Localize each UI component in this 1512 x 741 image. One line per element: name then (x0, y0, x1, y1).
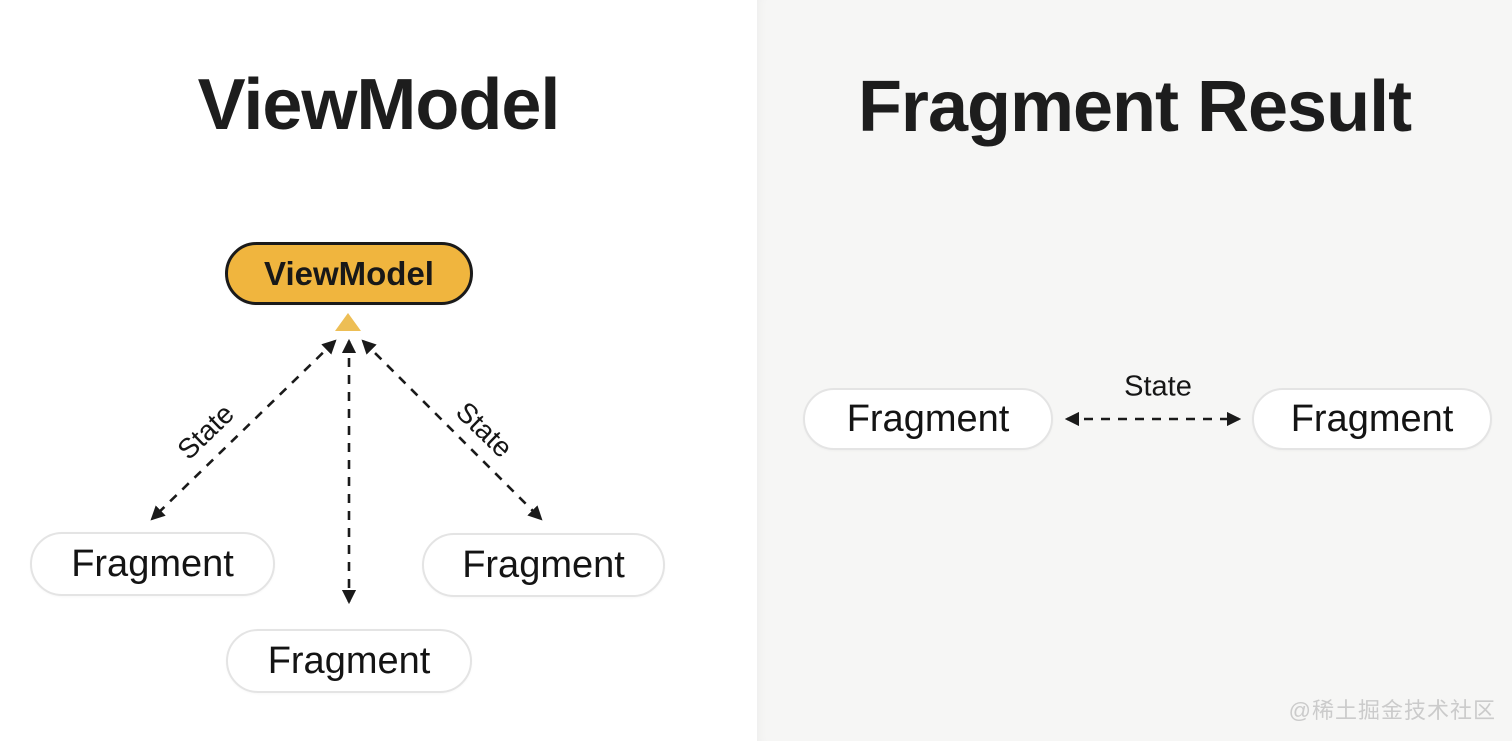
fragment-node-sender: Fragment (803, 388, 1053, 450)
fragment-node-left: Fragment (30, 532, 275, 596)
right-panel-title: Fragment Result (857, 67, 1412, 147)
viewmodel-node: ViewModel (225, 242, 473, 305)
fragment-node-label: Fragment (267, 639, 431, 682)
fragment-node-label: Fragment (846, 397, 1010, 440)
fragment-node-receiver: Fragment (1252, 388, 1492, 450)
fragment-node-label: Fragment (71, 542, 234, 585)
fragment-node-label: Fragment (462, 543, 625, 586)
watermark-text: @稀土掘金技术社区 (1288, 698, 1496, 723)
fragment-node-right: Fragment (422, 533, 665, 597)
state-edge-label-horizontal: State (1124, 370, 1192, 403)
fragment-node-label: Fragment (1290, 397, 1454, 440)
viewmodel-panel: ViewModel (197, 65, 561, 145)
fragment-node-bottom: Fragment (226, 629, 472, 693)
triangle-up-icon (335, 313, 361, 331)
viewmodel-node-label: ViewModel (264, 254, 434, 292)
fragment-result-panel: Fragment Result (757, 0, 1512, 741)
left-panel-title: ViewModel (197, 65, 561, 145)
